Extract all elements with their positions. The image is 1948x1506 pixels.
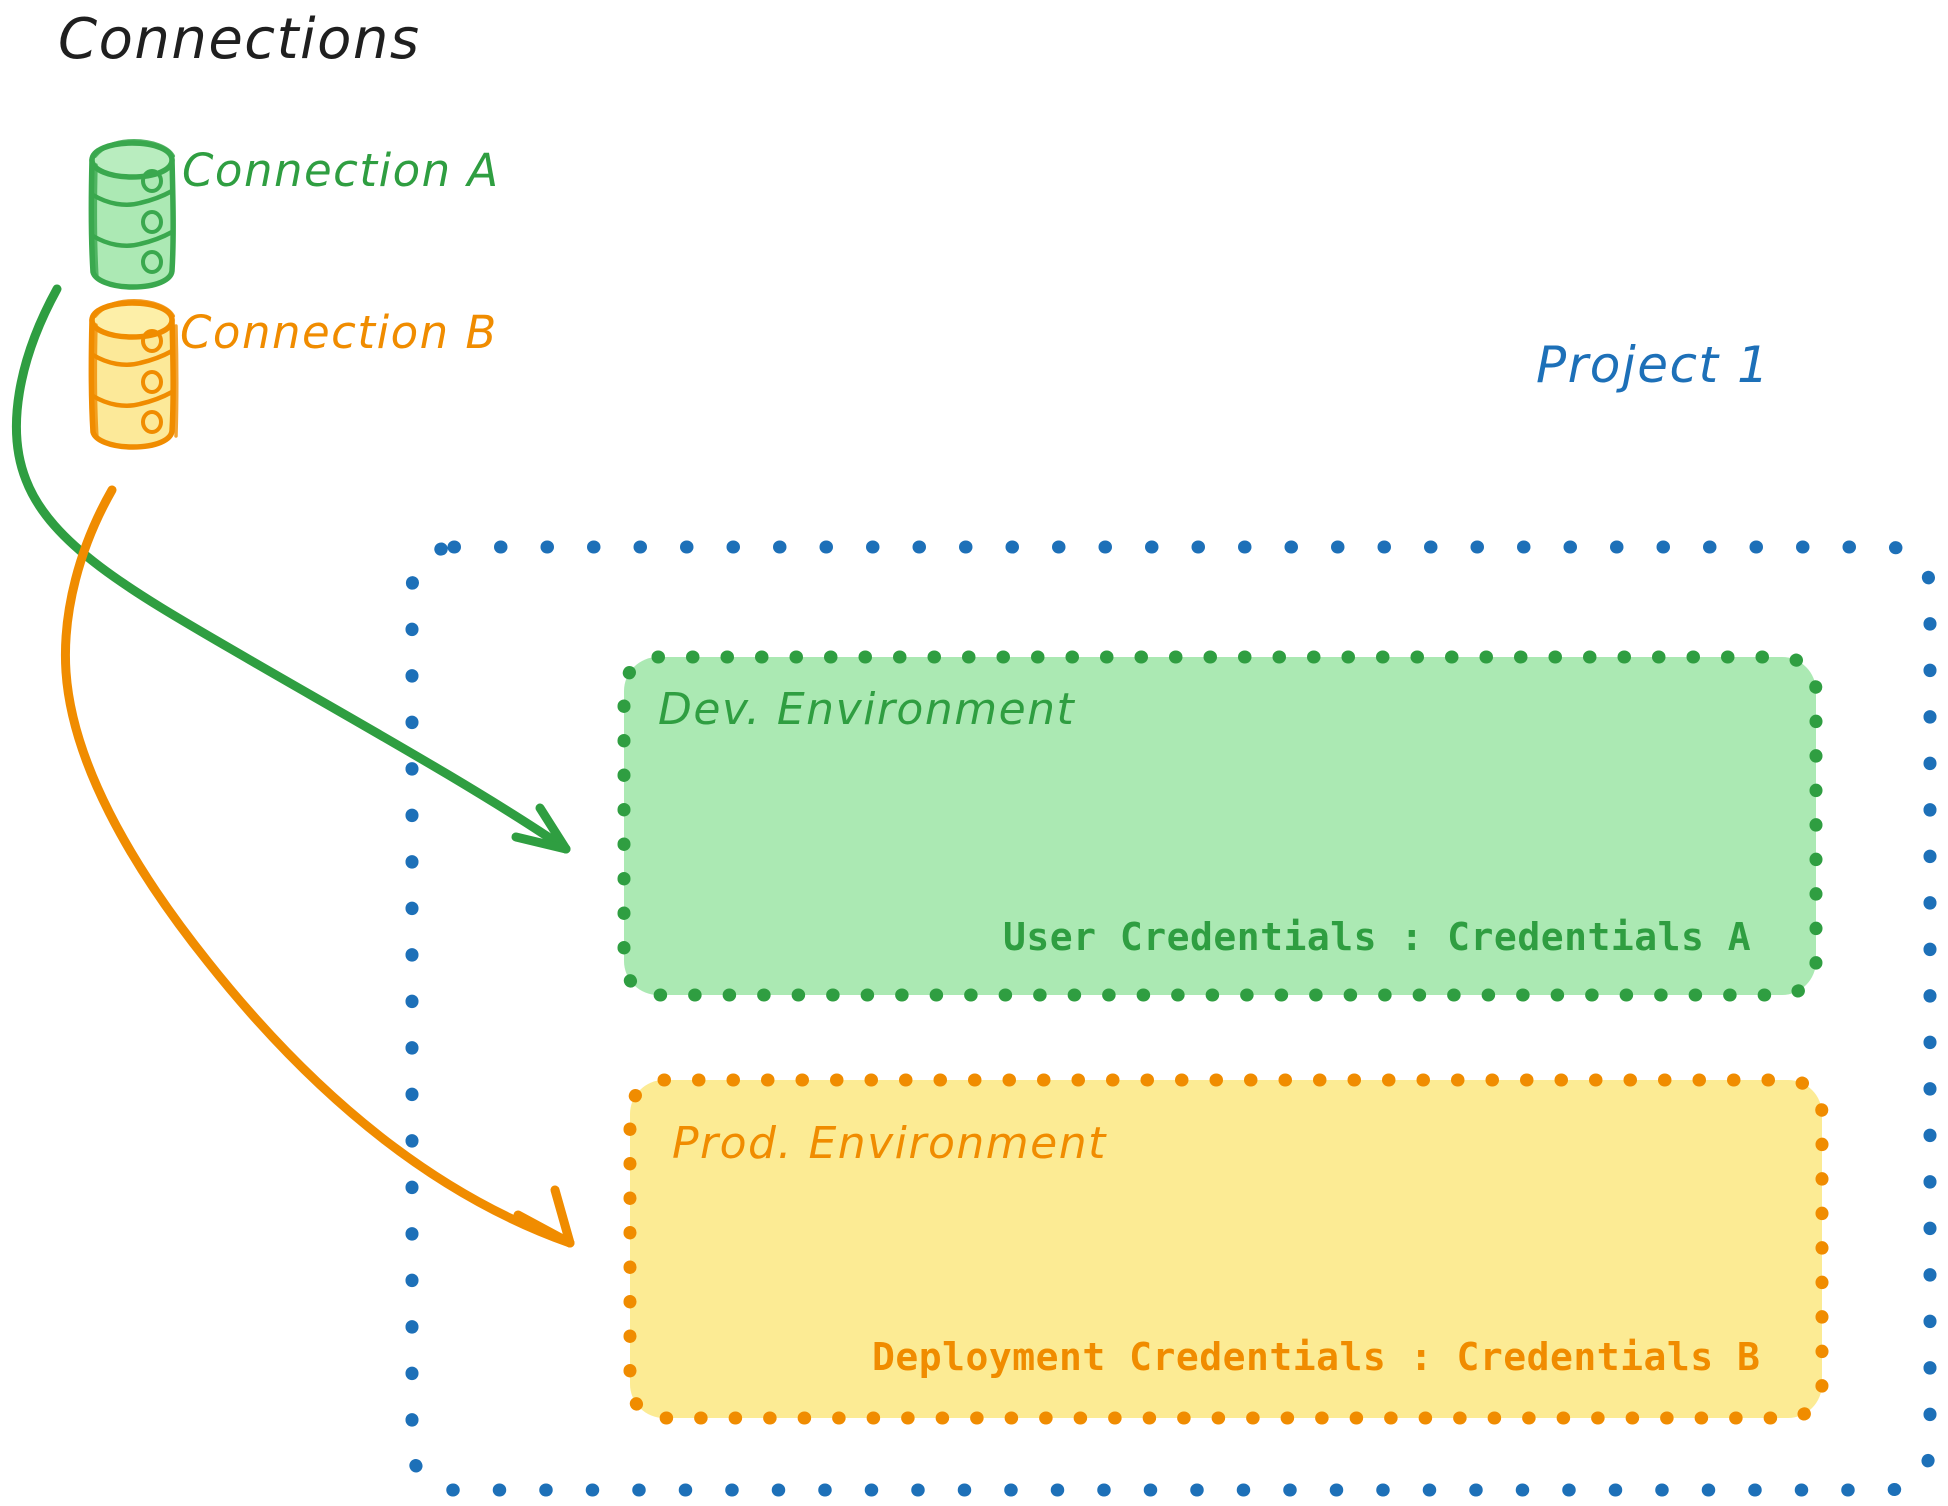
db-a-led-1 bbox=[141, 169, 163, 193]
db-b-divider-1 bbox=[90, 348, 175, 367]
page-title: Connections bbox=[58, 7, 421, 72]
prod-environment-dotted-border bbox=[623, 1073, 1829, 1425]
database-icon-connection-b[interactable] bbox=[88, 298, 179, 450]
db-b-led-3 bbox=[141, 410, 163, 434]
db-b-right-edge bbox=[174, 324, 179, 438]
arrow-a-head-lower bbox=[511, 832, 571, 854]
db-b-outline bbox=[88, 317, 176, 450]
connection-b-label[interactable]: Connection B bbox=[180, 306, 498, 359]
db-b-led-2 bbox=[141, 370, 163, 394]
database-icon-connection-a[interactable] bbox=[88, 138, 176, 290]
prod-environment-fill bbox=[630, 1080, 1822, 1418]
prod-environment-box[interactable] bbox=[623, 1073, 1829, 1425]
db-b-led-1 bbox=[141, 329, 163, 353]
dev-environment-box[interactable] bbox=[617, 650, 1823, 1002]
dev-environment-dotted-border bbox=[617, 650, 1823, 1002]
arrow-b-head-upper bbox=[550, 1185, 575, 1248]
db-a-outline bbox=[88, 157, 176, 290]
db-a-divider-1 bbox=[90, 188, 175, 207]
db-a-top-arc bbox=[93, 138, 175, 158]
connection-a-label[interactable]: Connection A bbox=[182, 144, 500, 197]
prod-environment-credentials: Deployment Credentials : Credentials B bbox=[872, 1335, 1761, 1379]
db-a-left-edge bbox=[93, 163, 99, 280]
arrow-a-path bbox=[11, 284, 571, 854]
db-b-left-edge bbox=[93, 323, 99, 440]
arrow-b-path bbox=[60, 485, 575, 1248]
dev-environment-credentials: User Credentials : Credentials A bbox=[1003, 915, 1752, 959]
arrow-connection-a-to-dev bbox=[11, 284, 571, 854]
project-title: Project 1 bbox=[1536, 336, 1771, 394]
dev-environment-title: Dev. Environment bbox=[658, 684, 1076, 735]
prod-environment-title: Prod. Environment bbox=[672, 1118, 1107, 1169]
arrow-connection-b-to-prod bbox=[60, 485, 575, 1248]
db-b-divider-2 bbox=[90, 389, 175, 408]
db-a-led-3 bbox=[141, 250, 163, 274]
db-a-led-2 bbox=[141, 210, 163, 234]
dev-environment-fill bbox=[624, 657, 1816, 995]
arrow-b-head-lower bbox=[513, 1210, 575, 1248]
db-a-divider-2 bbox=[90, 229, 175, 248]
arrow-a-head-upper bbox=[535, 803, 571, 854]
db-b-top-arc bbox=[93, 298, 175, 318]
